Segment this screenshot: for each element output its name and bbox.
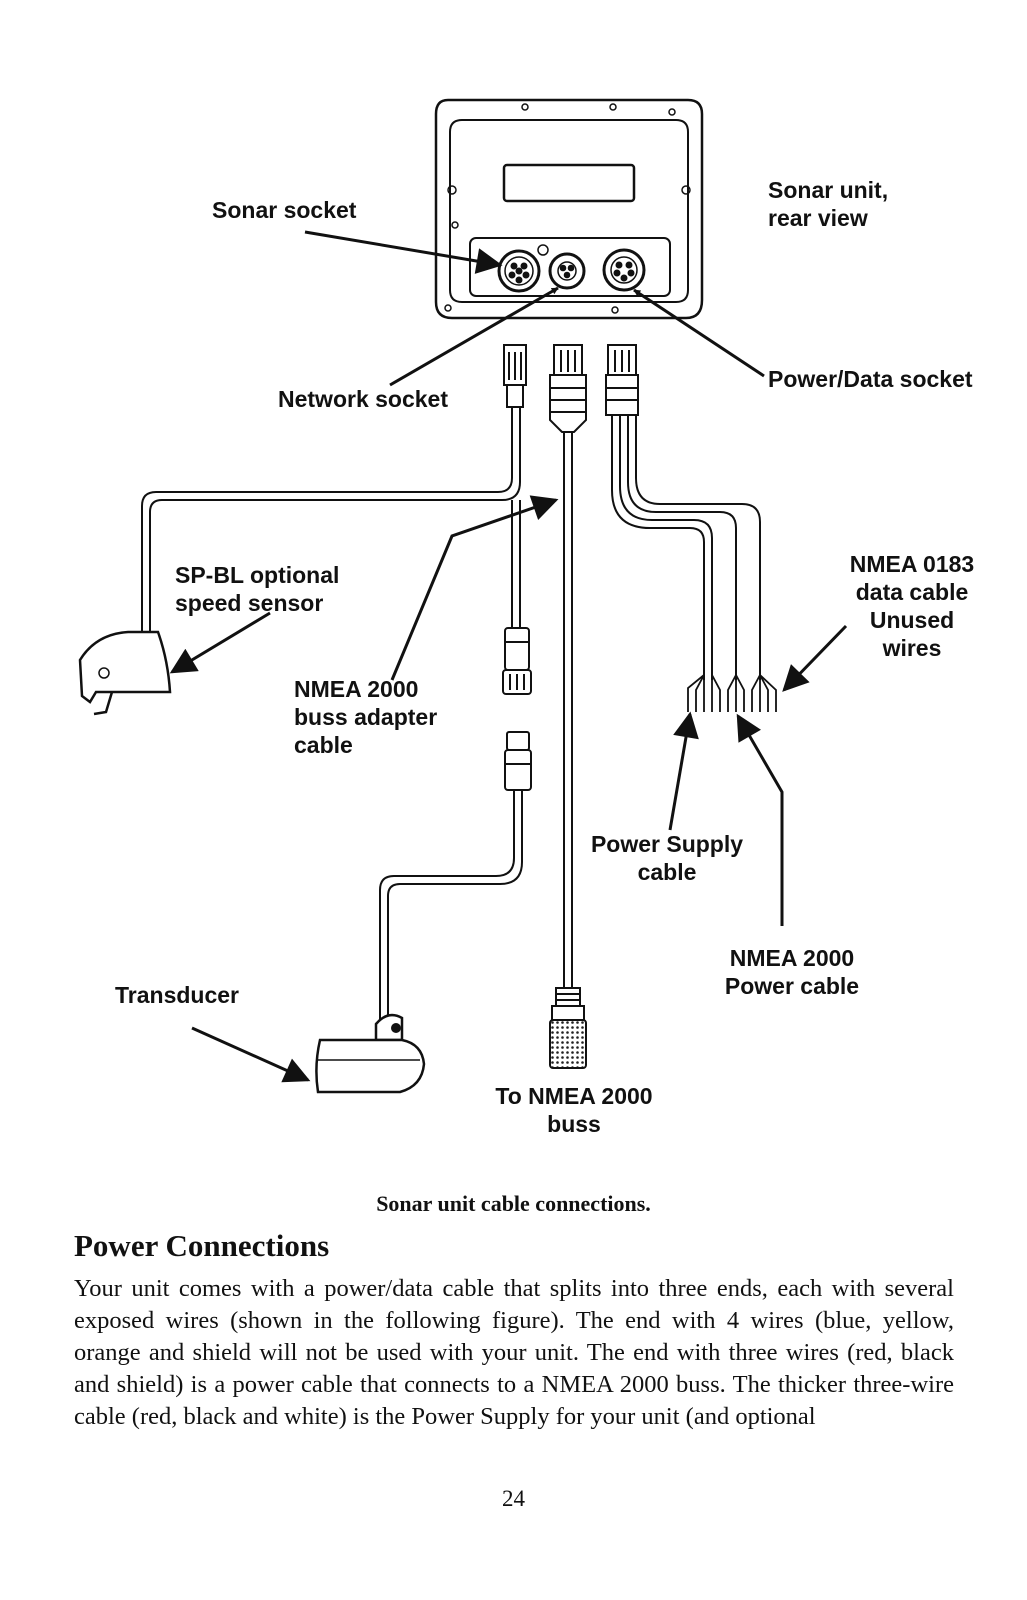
- label-sonar-unit-2: rear view: [768, 205, 868, 231]
- label-to-nmea-2: buss: [547, 1111, 601, 1137]
- label-nmea0183-2: data cable: [856, 579, 969, 605]
- arrow-power-data-socket: [633, 288, 765, 378]
- section-heading: Power Connections: [74, 1228, 330, 1263]
- exposed-wires: [687, 674, 777, 712]
- power-data-cable-bundle: [611, 415, 761, 680]
- arrow-speed-sensor: [169, 611, 271, 674]
- network-cable-top-plug: [549, 344, 587, 433]
- sonar-socket-connector: [497, 249, 541, 293]
- label-nmea0183-3: Unused: [870, 607, 954, 633]
- label-nmea0183-4: wires: [882, 635, 942, 661]
- sonar-unit-rear-view: [434, 98, 704, 320]
- label-nmea-power-1: NMEA 2000: [730, 945, 854, 971]
- transducer-cable-plug: [504, 731, 532, 791]
- label-sonar-unit-1: Sonar unit,: [768, 177, 888, 203]
- transducer-cable-inner: [387, 790, 523, 1022]
- arrow-transducer: [191, 1026, 311, 1083]
- label-nmea-adapter-3: cable: [294, 732, 353, 758]
- arrow-power-supply: [668, 711, 699, 831]
- arrow-sonar-socket: [304, 230, 503, 274]
- nmea2000-buss-plug: [549, 987, 587, 1069]
- arrow-network-socket: [389, 286, 559, 387]
- speed-sensor-cable-inner: [149, 407, 521, 632]
- label-nmea0183-1: NMEA 0183: [850, 551, 974, 577]
- label-network-socket: Network socket: [278, 386, 448, 412]
- power-data-socket-connector: [602, 248, 646, 292]
- speed-sensor-cable: [141, 407, 513, 632]
- label-nmea-adapter-2: buss adapter: [294, 704, 437, 730]
- section-body: Your unit comes with a power/data cable …: [74, 1275, 954, 1430]
- arrow-nmea2000-adapter: [390, 495, 559, 681]
- adapter-cable-top-plug: [503, 344, 527, 408]
- arrow-unused-wires: [782, 624, 848, 692]
- network-socket-connector: [537, 244, 586, 290]
- transducer-cable: [379, 790, 515, 1022]
- transducer-icon: [315, 1013, 426, 1094]
- speed-sensor-icon: [78, 630, 172, 716]
- label-spbl-2: speed sensor: [175, 590, 323, 616]
- label-to-nmea-1: To NMEA 2000: [495, 1083, 652, 1109]
- label-sonar-socket: Sonar socket: [212, 197, 357, 223]
- label-power-supply-2: cable: [638, 859, 697, 885]
- arrow-nmea2000-power: [736, 713, 784, 926]
- label-transducer: Transducer: [115, 982, 239, 1008]
- page-number: 24: [502, 1486, 525, 1511]
- adapter-cable-female-plug: [502, 627, 532, 695]
- figure-caption: Sonar unit cable connections.: [376, 1191, 651, 1216]
- label-power-data-socket: Power/Data socket: [768, 366, 973, 392]
- label-power-supply-1: Power Supply: [591, 831, 743, 857]
- callout-arrows: [169, 230, 848, 1083]
- label-nmea-adapter-1: NMEA 2000: [294, 676, 418, 702]
- label-nmea-power-2: Power cable: [725, 973, 859, 999]
- power-data-cable-top-plug: [605, 344, 639, 416]
- label-spbl-1: SP-BL optional: [175, 562, 339, 588]
